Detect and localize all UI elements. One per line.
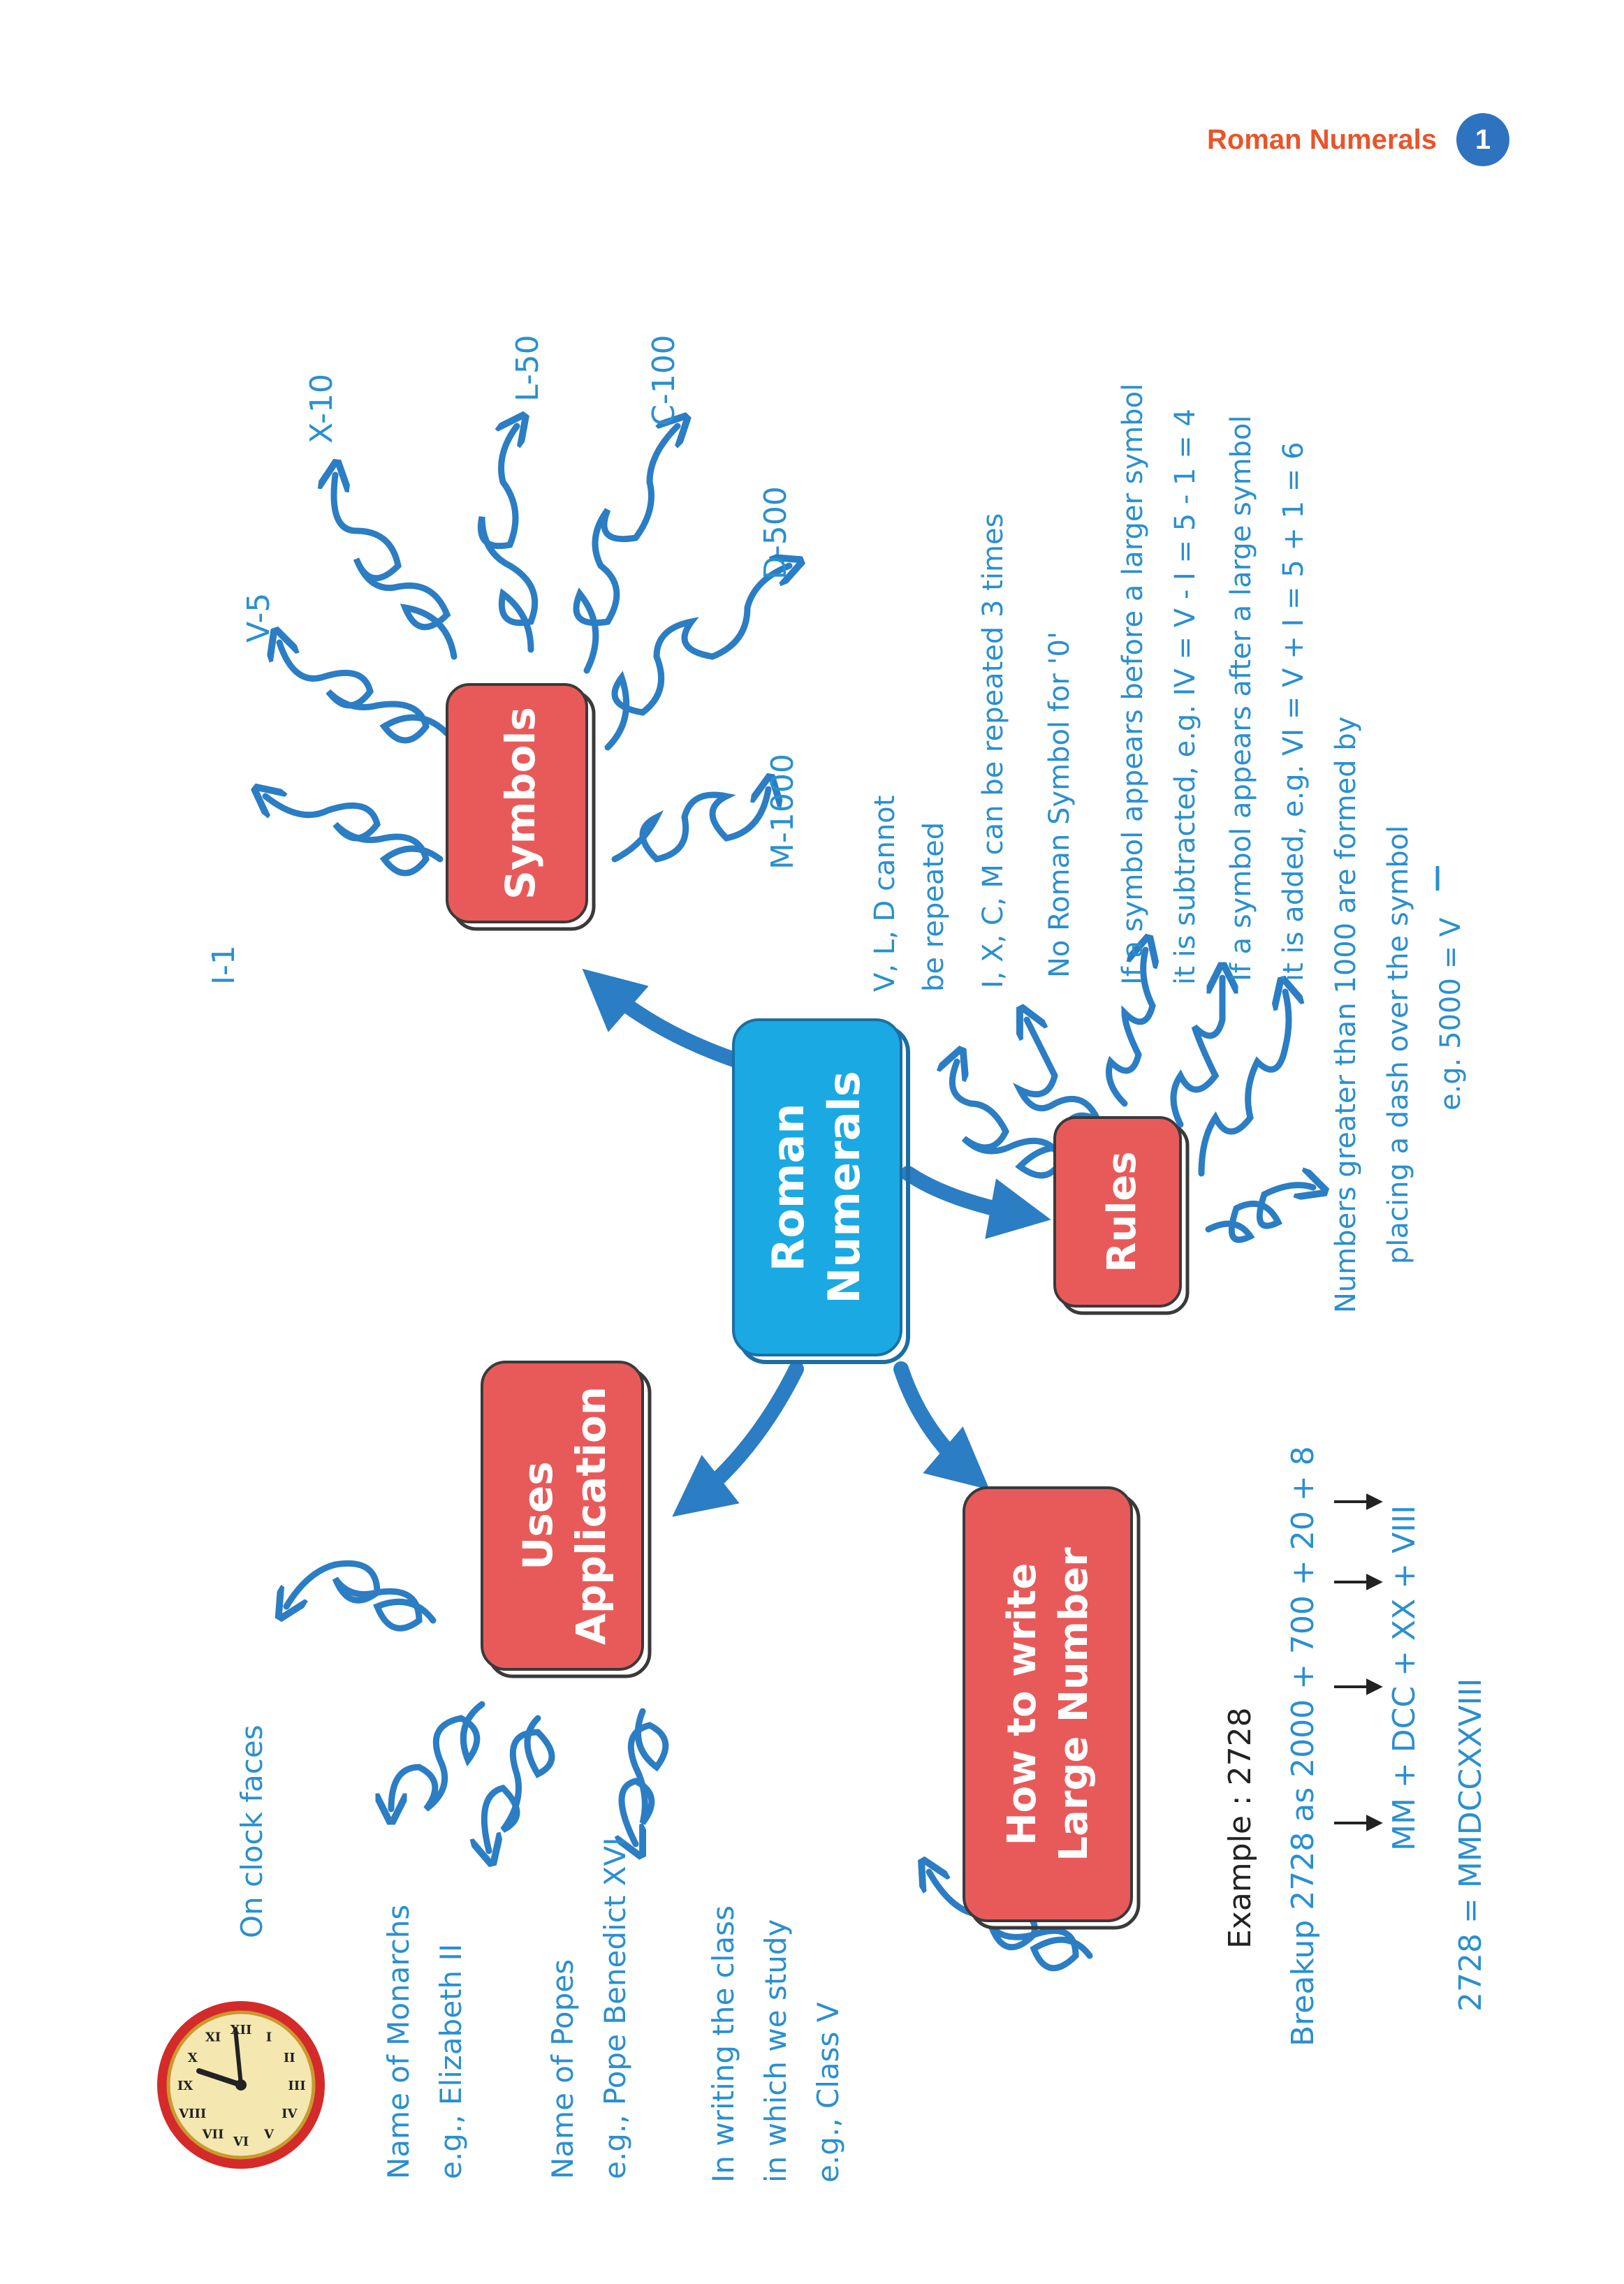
clock-numeral: X <box>188 2051 198 2065</box>
uses-label-line1: Uses <box>514 1461 562 1569</box>
rule-4-line2: it is subtracted, e.g. IV = V - I = 5 - … <box>1169 409 1201 985</box>
example-label: Example : 2728 <box>1222 1707 1258 1949</box>
clock-numeral: VI <box>233 2135 249 2149</box>
clock-numeral: I <box>266 2030 272 2045</box>
page-number-badge: 1 <box>1456 113 1509 166</box>
arrow-to-symbols <box>582 968 748 1069</box>
large-label-line2: Large Number <box>1051 1547 1097 1861</box>
uses-node: Uses Application <box>481 1361 652 1678</box>
symbols-label: Symbols <box>497 707 544 900</box>
large-number-node: How to write Large Number <box>963 1486 1141 1930</box>
rule-1-line1: V, L, D cannot <box>869 796 901 992</box>
rule-4-line1: If a symbol appears before a larger symb… <box>1117 383 1149 985</box>
branch-i <box>265 796 444 877</box>
uses-label-line2: Application <box>567 1386 615 1645</box>
rule-6-line1: Numbers greater than 1000 are formed by <box>1330 717 1362 1313</box>
branch-rule-3 <box>1106 950 1153 1107</box>
use-class-line1: In writing the class <box>706 1905 740 2183</box>
use-class-line3: e.g., Class V <box>811 2002 845 2183</box>
use-clock: On clock faces <box>235 1725 269 1938</box>
symbol-x: X-10 <box>304 374 339 444</box>
symbol-l: L-50 <box>510 335 546 402</box>
breakup-line: Breakup 2728 as 2000 + 700 + 20 + 8 <box>1285 1446 1321 2047</box>
branch-x <box>334 475 458 660</box>
symbol-c: C-100 <box>646 335 682 426</box>
branch-monarchs <box>391 1701 485 1809</box>
use-popes-line2: e.g., Pope Benedict XVI <box>598 1837 632 2179</box>
branch-clock <box>286 1560 437 1632</box>
use-monarchs-line2: e.g., Elizabeth II <box>434 1944 468 2179</box>
branch-class <box>622 1708 669 1844</box>
use-class-line2: in which we study <box>759 1919 793 2183</box>
symbol-d: D-500 <box>758 486 793 580</box>
rule-3: No Roman Symbol for '0' <box>1044 631 1076 978</box>
arrow-to-rules <box>900 1166 1051 1239</box>
clock-numeral: V <box>263 2127 275 2142</box>
rule-1-line2: be repeated <box>918 822 950 992</box>
clock-numeral: IV <box>281 2107 298 2121</box>
rules-label: Rules <box>1099 1151 1145 1273</box>
symbols-node: Symbols <box>446 683 596 931</box>
rule-2: I, X, C, M can be repeated 3 times <box>977 513 1009 988</box>
symbol-v: V-5 <box>241 593 277 643</box>
branch-rule-5 <box>1198 992 1289 1177</box>
roman-parts-line: MM + DCC + XX + VIII <box>1387 1505 1422 1851</box>
branch-rule-6 <box>1205 1185 1313 1243</box>
arrow-to-uses <box>672 1361 804 1517</box>
clock-numeral: IX <box>177 2079 193 2093</box>
clock-numeral: VII <box>202 2127 224 2142</box>
branch-l <box>477 426 539 653</box>
branch-c <box>573 426 678 674</box>
rule-6-line2: placing a dash over the symbol <box>1382 826 1414 1264</box>
branch-popes <box>484 1715 555 1851</box>
clock-numeral: VIII <box>178 2107 206 2121</box>
branch-rule-1 <box>952 1062 1079 1179</box>
rule-5-line2: it is added, e.g. VI = V + I = 5 + 1 = 6 <box>1278 442 1310 981</box>
branch-v <box>279 643 451 744</box>
result-line: 2728 = MMDCCXXVIII <box>1453 1678 1488 2012</box>
rule-6-line3: e.g. 5000 = V <box>1435 917 1467 1111</box>
header-title: Roman Numerals <box>1207 124 1437 155</box>
clock-numeral: II <box>284 2051 295 2065</box>
center-label-line1: Roman <box>763 1104 814 1272</box>
center-label-line2: Numerals <box>819 1071 870 1303</box>
use-monarchs-line1: Name of Monarchs <box>381 1905 416 2179</box>
clock-numeral: XI <box>205 2030 221 2045</box>
clock-numeral: III <box>288 2079 305 2093</box>
arrow-to-large-number <box>893 1361 990 1490</box>
branch-d <box>604 566 789 751</box>
large-label-line1: How to write <box>1000 1563 1045 1846</box>
symbol-i: I-1 <box>206 945 242 985</box>
use-popes-line1: Name of Popes <box>546 1959 580 2179</box>
branch-m <box>611 789 768 863</box>
branch-rule-4 <box>1170 978 1222 1128</box>
rules-node: Rules <box>1053 1116 1190 1315</box>
center-node: Roman Numerals <box>732 1018 910 1364</box>
symbol-m: M-1000 <box>765 754 800 870</box>
rule-5-line1: If a symbol appears after a large symbol <box>1225 415 1257 981</box>
